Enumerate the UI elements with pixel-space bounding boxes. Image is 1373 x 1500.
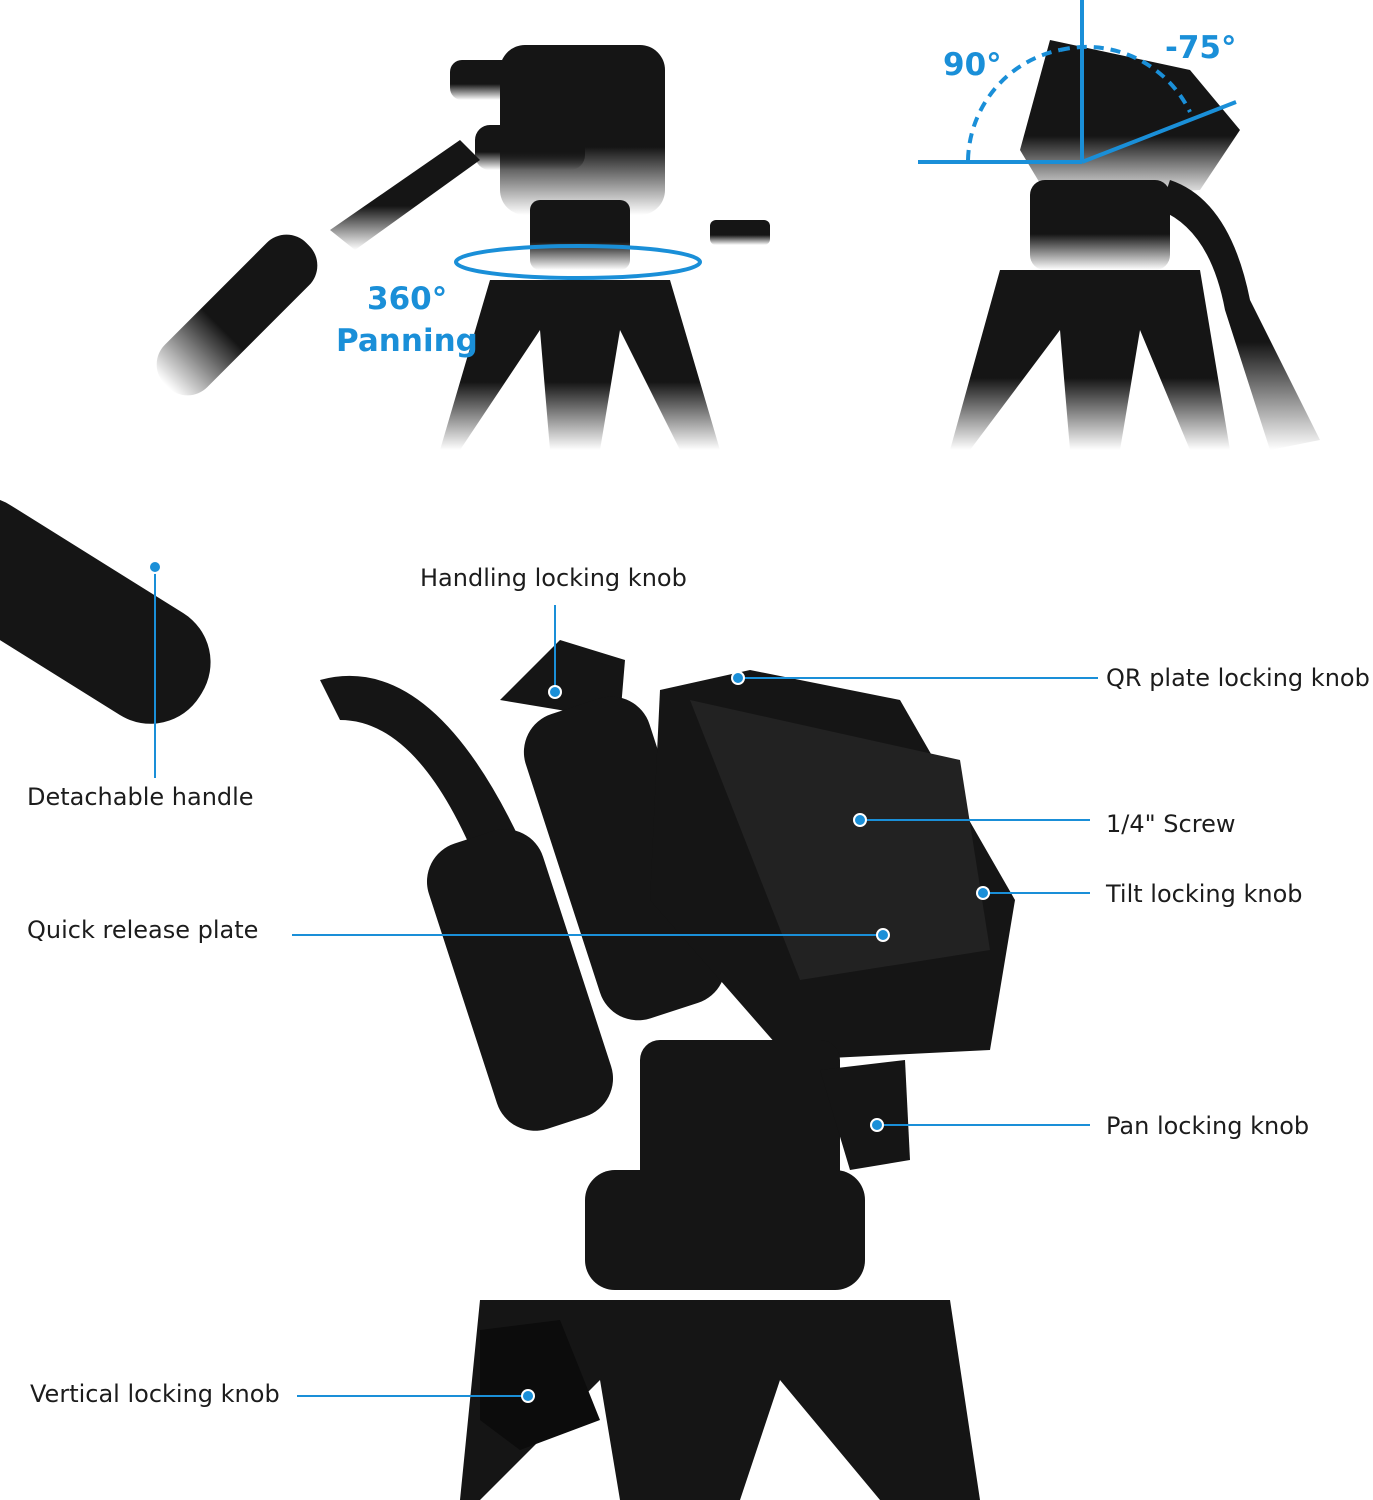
label-pan-locking-knob: Pan locking knob [1106,1112,1310,1140]
callout-lines [154,567,1098,1397]
label-screw: 1/4" Screw [1106,810,1236,838]
label-quick-release-plate: Quick release plate [27,916,259,944]
callout-dots [148,560,990,1403]
tripod-main [0,496,1015,1500]
label-detachable-handle: Detachable handle [27,783,254,811]
tilt-down-angle: -75° [1165,30,1237,66]
label-vertical-locking-knob: Vertical locking knob [30,1380,280,1408]
label-tilt-locking-knob: Tilt locking knob [1106,880,1303,908]
tripod-tilt-view [950,40,1320,450]
tilt-up-angle: 90° [943,47,1002,83]
label-qr-plate-locking-knob: QR plate locking knob [1106,664,1370,692]
panning-caption: Panning [336,323,478,359]
pan-rotation-arrow-icon [454,244,702,280]
tilt-angle-guides [918,0,1237,164]
pan-angle-label: 360° [367,281,448,317]
label-handling-locking-knob: Handling locking knob [420,564,687,592]
tripod-pan-view [156,45,770,450]
